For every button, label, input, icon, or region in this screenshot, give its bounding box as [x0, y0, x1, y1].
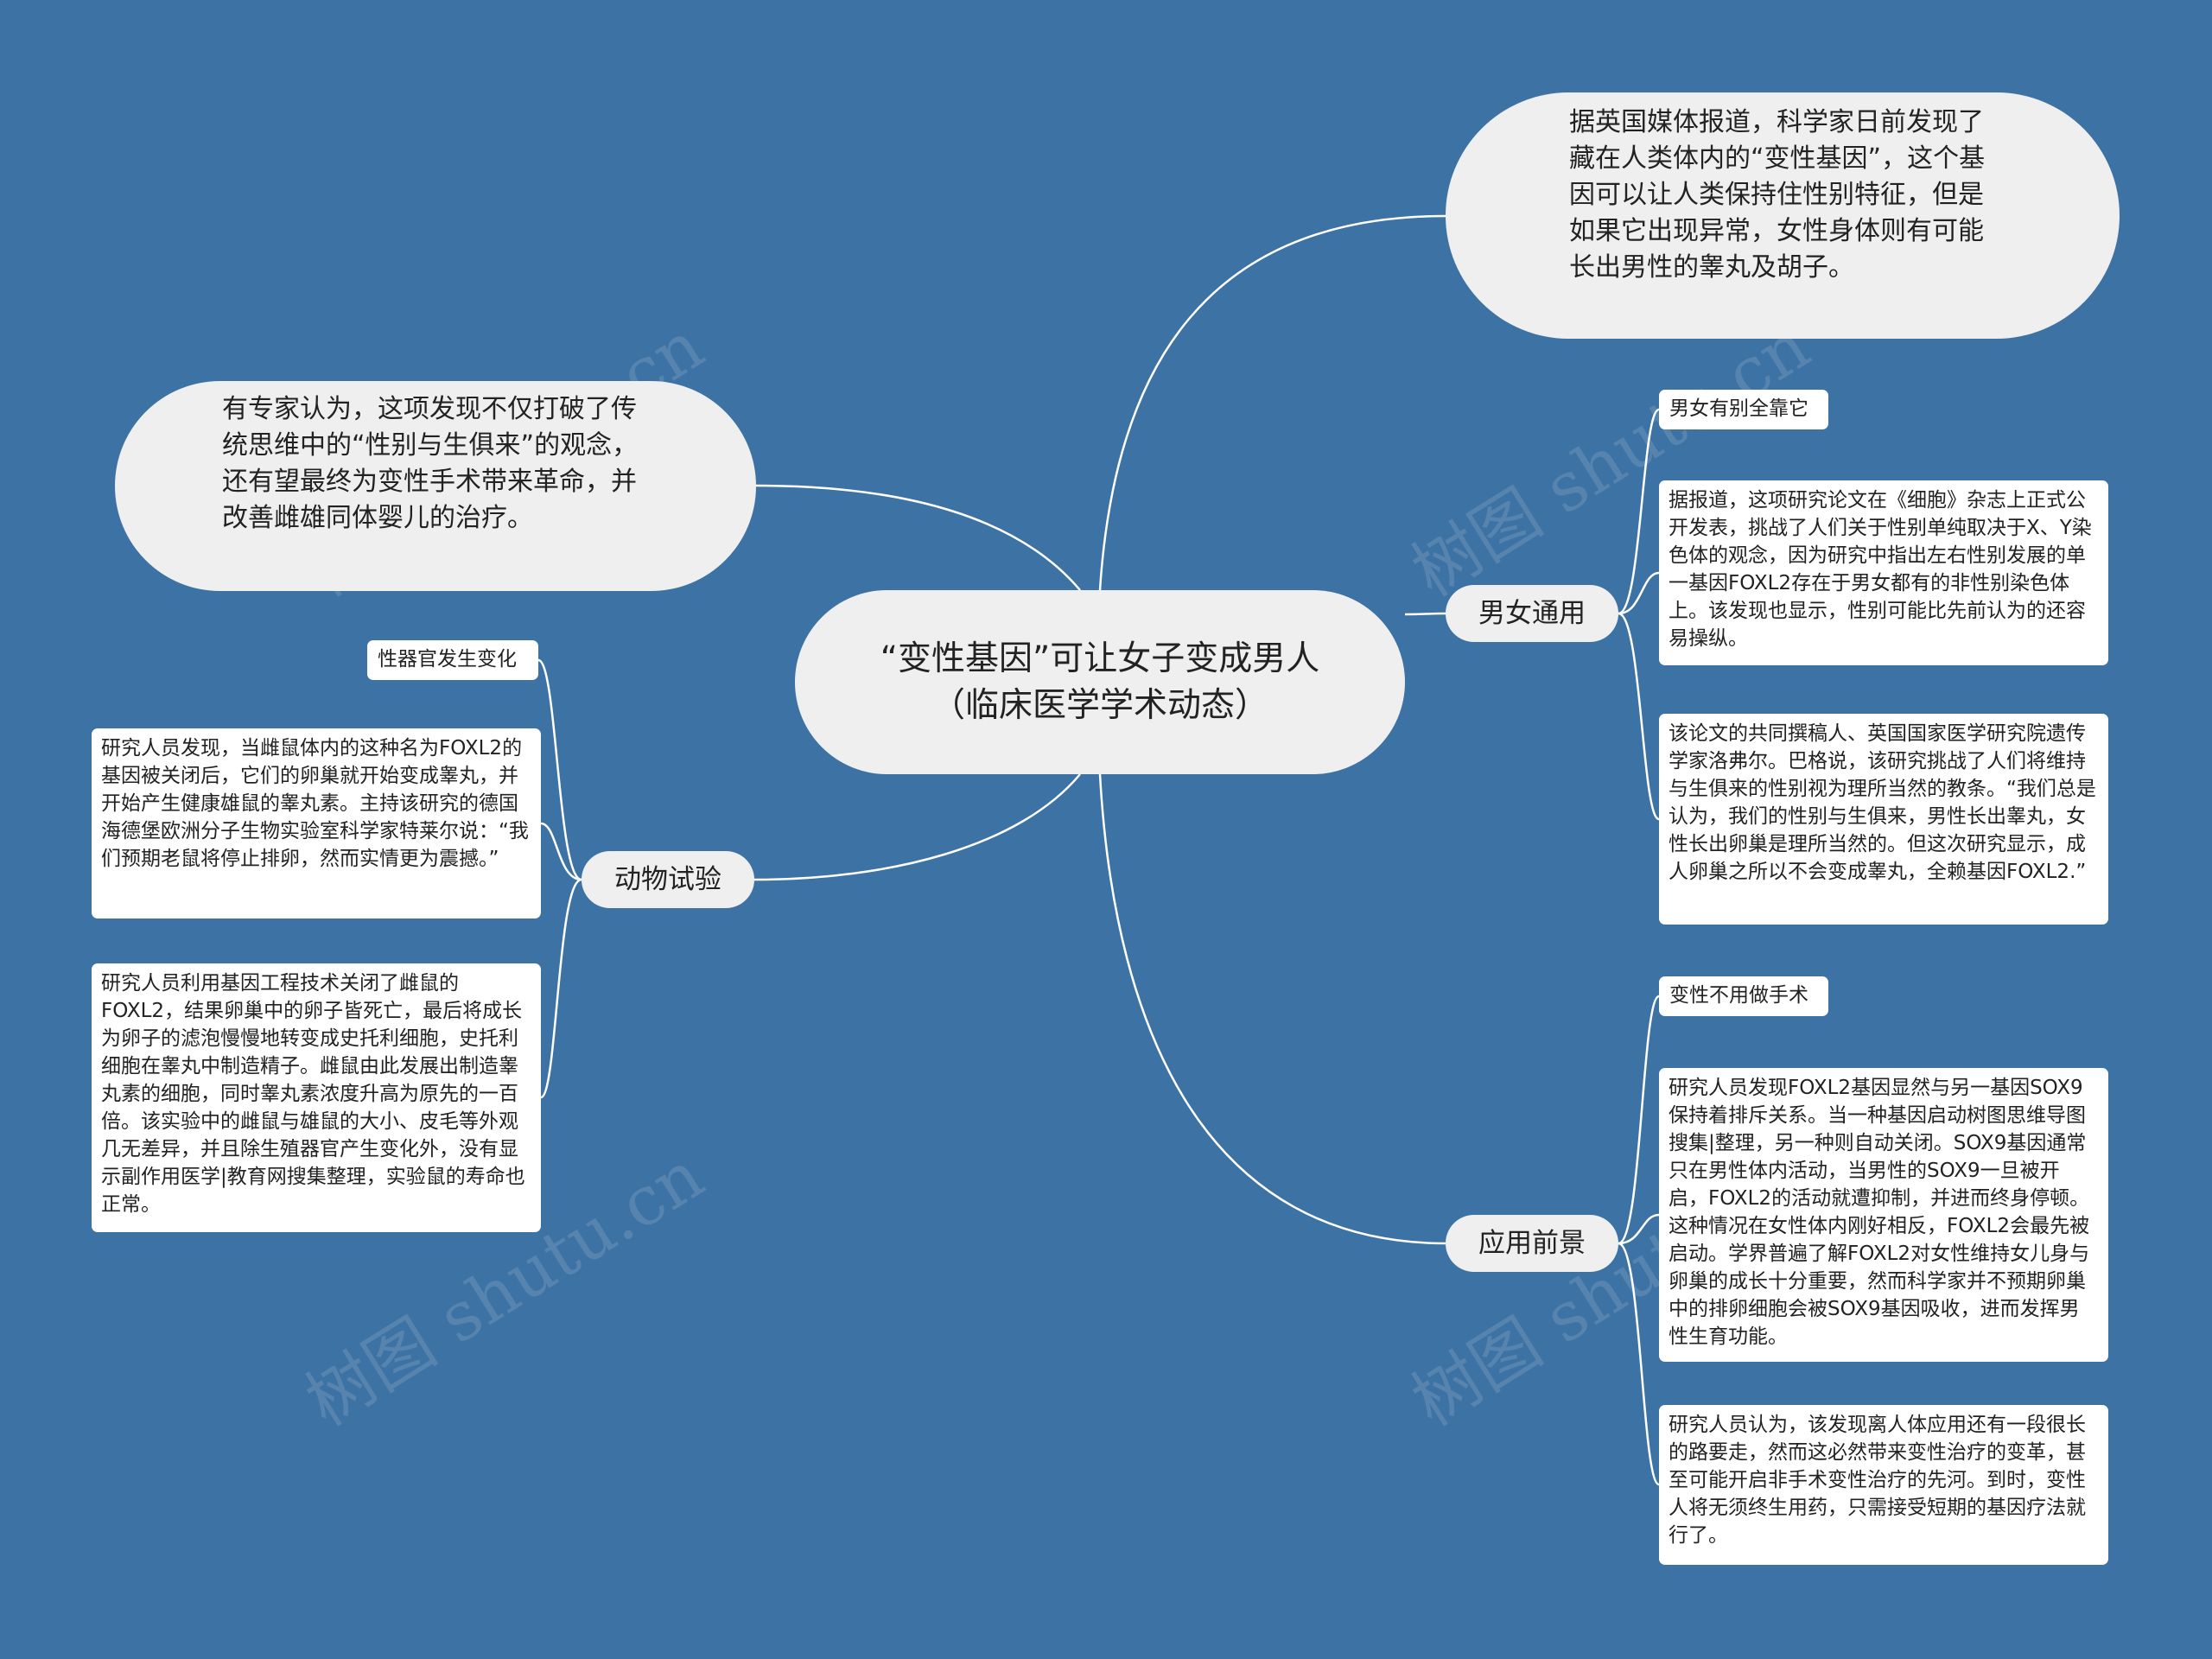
expert-opinion-bubble[interactable]: 有专家认为，这项发现不仅打破了传统思维中的“性别与生俱来”的观念，还有望最终为变… — [115, 381, 756, 591]
subtopic-label[interactable]: 男女有别全靠它 — [1659, 390, 1828, 429]
detail-card[interactable]: 研究人员利用基因工程技术关闭了雌鼠的FOXL2，结果卵巢中的卵子皆死亡，最后将成… — [92, 963, 541, 1232]
branch-label: 男女通用 — [1478, 598, 1586, 629]
branch-dongwu[interactable]: 动物试验 — [582, 851, 754, 908]
subtopic-label[interactable]: 性器官发生变化 — [367, 640, 538, 680]
branch-label: 动物试验 — [614, 864, 721, 895]
central-topic[interactable]: “变性基因”可让女子变成男人（临床医学学术动态） — [795, 590, 1405, 774]
detail-card[interactable]: 研究人员认为，该发现离人体应用还有一段很长的路要走，然而这必然带来变性治疗的变革… — [1659, 1405, 2108, 1565]
branch-label: 应用前景 — [1478, 1228, 1586, 1259]
detail-card[interactable]: 研究人员发现FOXL2基因显然与另一基因SOX9保持着排斥关系。当一种基因启动树… — [1659, 1068, 2108, 1362]
branch-nvtong[interactable]: 男女通用 — [1446, 585, 1618, 642]
central-topic-label: “变性基因”可让女子变成男人（临床医学学术动态） — [880, 639, 1320, 725]
branch-yingyong[interactable]: 应用前景 — [1446, 1215, 1618, 1272]
expert-opinion-text: 有专家认为，这项发现不仅打破了传统思维中的“性别与生俱来”的观念，还有望最终为变… — [222, 394, 639, 533]
detail-card[interactable]: 研究人员发现，当雌鼠体内的这种名为FOXL2的基因被关闭后，它们的卵巢就开始变成… — [92, 728, 541, 918]
subtopic-label[interactable]: 变性不用做手术 — [1659, 976, 1828, 1016]
intro-bubble[interactable]: 据英国媒体报道，科学家日前发现了藏在人类体内的“变性基因”，这个基因可以让人类保… — [1446, 92, 2120, 339]
detail-card[interactable]: 据报道，这项研究论文在《细胞》杂志上正式公开发表，挑战了人们关于性别单纯取决于X… — [1659, 480, 2108, 665]
detail-card[interactable]: 该论文的共同撰稿人、英国国家医学研究院遗传学家洛弗尔。巴格说，该研究挑战了人们将… — [1659, 714, 2108, 925]
intro-text: 据英国媒体报道，科学家日前发现了藏在人类体内的“变性基因”，这个基因可以让人类保… — [1569, 107, 1986, 283]
